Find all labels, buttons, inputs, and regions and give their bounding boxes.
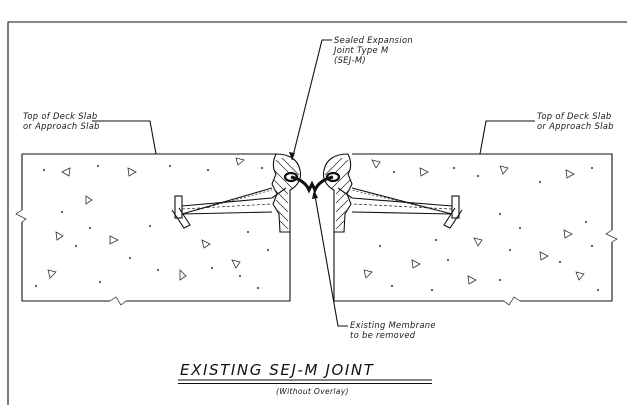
left-deck-slab <box>15 153 291 306</box>
right-deck-slab <box>333 153 618 306</box>
joint-label-line1: Sealed Expansion <box>334 35 413 45</box>
left-joint-extrusion <box>171 153 302 233</box>
deck-label-right-line1: Top of Deck Slab <box>537 111 612 121</box>
drawing-frame <box>7 21 627 405</box>
leader-lines <box>92 39 535 327</box>
deck-label-right-line2: or Approach Slab <box>537 121 614 131</box>
right-slab-aggregate <box>363 159 599 291</box>
joint-label-line2: Joint Type M <box>332 45 388 55</box>
membrane-label-line1: Existing Membrane <box>350 320 436 330</box>
deck-label-left-line1: Top of Deck Slab <box>23 111 98 121</box>
drawing-title: EXISTING SEJ-M JOINT <box>180 361 375 379</box>
right-joint-extrusion <box>322 153 463 233</box>
drawing-subtitle: (Without Overlay) <box>276 387 349 396</box>
deck-label-left-line2: or Approach Slab <box>23 121 100 131</box>
left-slab-aggregate <box>35 157 269 289</box>
membrane-label-line2: to be removed <box>350 330 416 340</box>
joint-label-line3: (SEJ-M) <box>334 55 366 65</box>
title-underline <box>178 379 432 385</box>
seal-membrane <box>290 175 334 194</box>
